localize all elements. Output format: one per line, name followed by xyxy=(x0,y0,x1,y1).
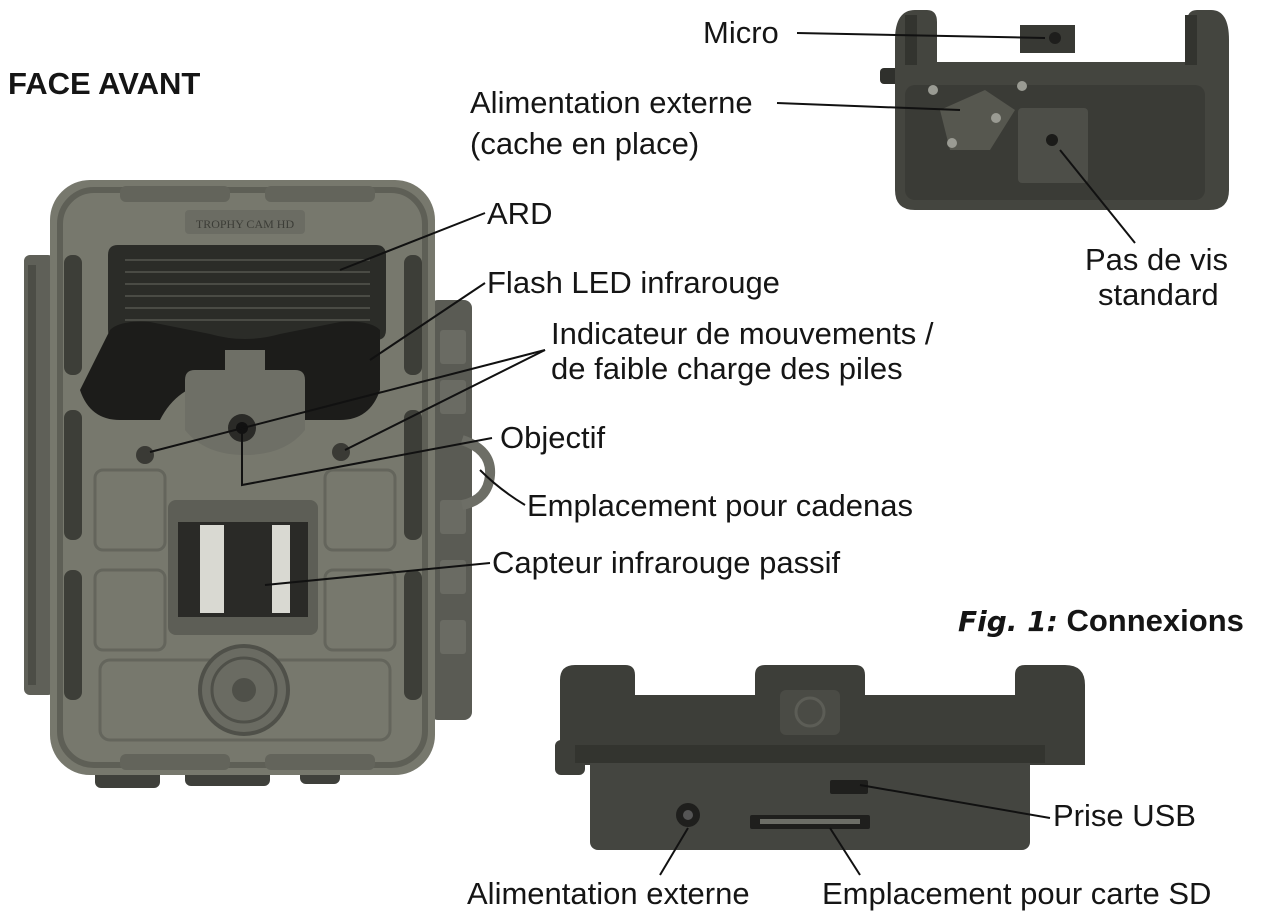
indicator-led-left xyxy=(136,446,154,464)
label-indicator-line1: Indicateur de mouvements / xyxy=(551,316,934,351)
label-usb: Prise USB xyxy=(1053,798,1196,833)
label-micro: Micro xyxy=(703,15,779,50)
label-lens: Objectif xyxy=(500,420,606,455)
label-ext-power-top-line2: (cache en place) xyxy=(470,126,700,161)
label-ard: ARD xyxy=(487,196,553,231)
label-sd-slot: Emplacement pour carte SD xyxy=(822,876,1212,911)
front-view-heading: FACE AVANT xyxy=(8,66,201,101)
label-ext-power-top-line1: Alimentation externe xyxy=(470,85,753,120)
figure-prefix: Fig. 1: xyxy=(958,605,1058,638)
label-padlock: Emplacement pour cadenas xyxy=(527,488,914,523)
camera-top-view xyxy=(880,10,1229,210)
tripod-socket-icon xyxy=(1046,134,1058,146)
padlock-loop xyxy=(460,435,496,510)
indicator-led-right xyxy=(332,443,350,461)
ard-mesh xyxy=(108,245,386,340)
camera-front-view: TROPHY CAM HD xyxy=(24,180,496,788)
figure-title: Fig. 1: Connexions xyxy=(958,603,1244,639)
label-ir-flash: Flash LED infrarouge xyxy=(487,265,780,300)
leader-lines xyxy=(149,32,1136,876)
microphone-icon xyxy=(1049,32,1061,44)
brand-plate-text: TROPHY CAM HD xyxy=(196,217,295,231)
label-indicator-line2: de faible charge des piles xyxy=(551,351,903,386)
ext-power-cover xyxy=(940,90,1015,150)
usb-port-icon xyxy=(830,780,868,794)
figure-title-text: Connexions xyxy=(1066,603,1244,638)
label-ext-power-bottom: Alimentation externe xyxy=(467,876,750,911)
camera-bottom-view xyxy=(555,665,1085,850)
label-pir: Capteur infrarouge passif xyxy=(492,545,841,580)
label-tripod-line1: Pas de vis xyxy=(1085,242,1229,277)
label-tripod-line2: standard xyxy=(1098,277,1219,312)
